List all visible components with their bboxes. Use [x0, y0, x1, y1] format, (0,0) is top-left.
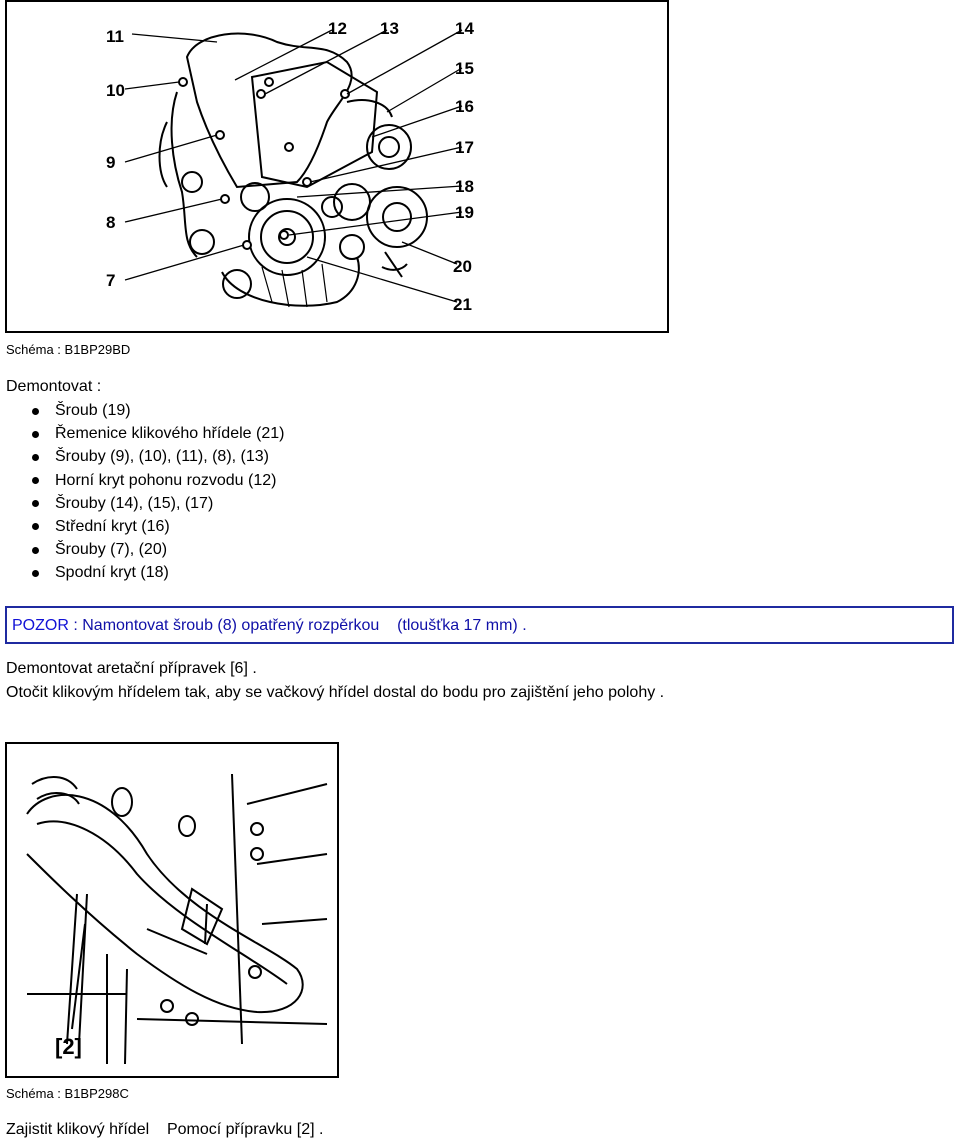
final-instruction-part2: Pomocí přípravku [2] .	[166, 1121, 324, 1138]
warning-label: POZOR	[12, 617, 69, 634]
callout-15: 15	[455, 59, 474, 78]
bullet-icon	[32, 430, 39, 438]
warning-box: POZOR : Namontovat šroub (8) opatřený ro…	[5, 606, 954, 644]
removal-steps-list: Šroub (19) Řemenice klikového hřídele (2…	[28, 399, 284, 585]
engine-diagram: 7 8 9 10 11 12 13 14 15 16 17 18 19 20 2…	[5, 0, 669, 333]
bullet-icon	[32, 523, 39, 531]
bullet-icon	[32, 569, 39, 577]
callout-14: 14	[455, 19, 474, 38]
figure1-caption: Schéma : B1BP29BD	[6, 342, 131, 357]
bullet-icon	[32, 546, 39, 554]
callout-17: 17	[455, 138, 474, 157]
list-item: Střední kryt (16)	[28, 515, 284, 538]
locking-tool-drawing: [2]	[26, 773, 328, 1065]
bullet-icon	[32, 477, 39, 485]
figure2-caption: Schéma : B1BP298C	[6, 1086, 129, 1101]
callout-16: 16	[455, 97, 474, 116]
callout-10: 10	[106, 81, 125, 100]
callout-7: 7	[106, 271, 115, 290]
locking-tool-diagram: [2]	[5, 742, 339, 1078]
callout-18: 18	[455, 177, 474, 196]
tool-label: [2]	[55, 1034, 82, 1059]
callout-13: 13	[380, 19, 399, 38]
paragraph-rotate-crankshaft: Otočit klikovým hřídelem tak, aby se vač…	[6, 684, 665, 701]
bullet-icon	[32, 500, 39, 508]
intro-heading: Demontovat :	[6, 378, 102, 395]
callout-9: 9	[106, 153, 115, 172]
list-item: Spodní kryt (18)	[28, 561, 284, 584]
list-item: Horní kryt pohonu rozvodu (12)	[28, 469, 284, 492]
warning-detail: (tloušťka 17 mm) .	[397, 617, 527, 634]
list-item: Šrouby (9), (10), (11), (8), (13)	[28, 445, 284, 468]
engine-drawing: 7 8 9 10 11 12 13 14 15 16 17 18 19 20 2…	[106, 19, 474, 314]
list-item: Šrouby (14), (15), (17)	[28, 492, 284, 515]
list-item: Šrouby (7), (20)	[28, 538, 284, 561]
paragraph-remove-fixture: Demontovat aretační přípravek [6] .	[6, 660, 257, 677]
final-instruction: Zajistit klikový hřídel Pomocí přípravku…	[6, 1121, 323, 1139]
bullet-icon	[32, 407, 39, 415]
callout-8: 8	[106, 213, 115, 232]
callout-20: 20	[453, 257, 472, 276]
callout-11: 11	[106, 27, 124, 46]
final-instruction-part1: Zajistit klikový hřídel	[6, 1121, 150, 1138]
warning-text: Namontovat šroub (8) opatřený rozpěrkou	[82, 617, 380, 634]
bullet-icon	[32, 453, 39, 461]
list-item: Řemenice klikového hřídele (21)	[28, 422, 284, 445]
warning-separator: :	[68, 617, 83, 634]
callout-21: 21	[453, 295, 472, 314]
callout-12: 12	[328, 19, 347, 38]
callout-19: 19	[455, 203, 474, 222]
list-item: Šroub (19)	[28, 399, 284, 422]
